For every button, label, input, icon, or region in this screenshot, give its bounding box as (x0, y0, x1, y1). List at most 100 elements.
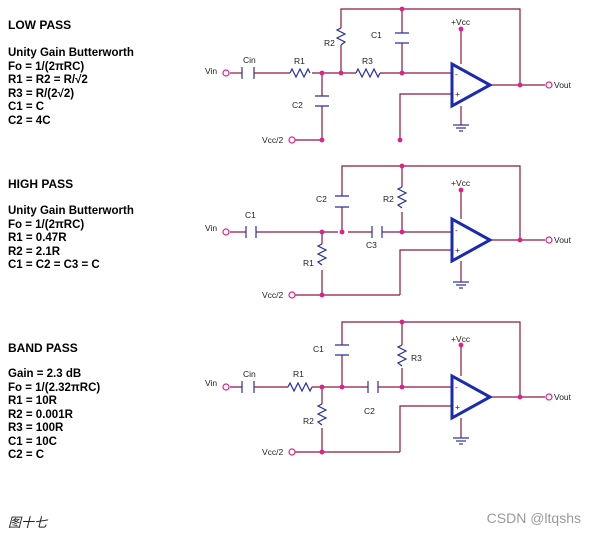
components (241, 344, 408, 426)
terminals (222, 383, 553, 456)
r1-resistor (287, 381, 313, 393)
low-pass-circuit: Vin Cin R1 R2 R3 C1 C2 Vcc/2 +Vcc Vout -… (205, 6, 572, 145)
formula-line: Gain = 2.3 dB (8, 368, 82, 380)
vout-label: Vout (554, 392, 572, 402)
c2-label: C2 (316, 194, 327, 204)
vcc-label: +Vcc (451, 334, 471, 344)
c1-capacitor (335, 344, 349, 356)
wires (230, 165, 545, 296)
high-pass-title: HIGH PASS (8, 177, 74, 191)
r2-label: R2 (324, 38, 335, 48)
formula-line: R3 = R/(2√2) (8, 87, 75, 100)
ground-icon (452, 437, 470, 445)
band-pass-title: BAND PASS (8, 341, 78, 355)
r3-resistor (396, 344, 408, 367)
c3-label: C3 (366, 240, 377, 250)
r1-resistor (289, 67, 311, 79)
formula-line: Fo = 1/(2πRC) (8, 218, 85, 231)
opamp-triangle (450, 373, 494, 421)
junction-nodes (319, 6, 523, 143)
cin-label: Cin (243, 369, 256, 379)
c1-label: C1 (245, 210, 256, 220)
formula-line: Fo = 1/(2.32πRC) (8, 381, 101, 394)
c1-label: C1 (371, 30, 382, 40)
vout-label: Vout (554, 235, 572, 245)
r1-label: R1 (293, 369, 304, 379)
minus-input-label: - (455, 382, 458, 392)
r2-resistor (316, 403, 328, 426)
vin-label: Vin (205, 223, 217, 233)
wires (230, 8, 545, 141)
formula-line: R1 = R2 = R/√2 (8, 74, 88, 86)
high-pass-formulas: Unity Gain Butterworth Fo = 1/(2πRC) R1 … (8, 205, 134, 273)
low-pass-title: LOW PASS (8, 18, 72, 32)
r3-resistor (355, 67, 381, 79)
r2-label: R2 (383, 194, 394, 204)
formula-line: R1 = 10R (8, 395, 57, 407)
formula-line: R3 = 100R (8, 422, 64, 434)
formula-line: Unity Gain Butterworth (8, 47, 134, 59)
r2-label: R2 (303, 416, 314, 426)
vin-label: Vin (205, 66, 217, 76)
c2-label: C2 (364, 406, 375, 416)
band-pass-circuit: Vin Cin R1 R2 R3 C1 C2 Vcc/2 +Vcc Vout -… (205, 319, 572, 457)
cin-capacitor (241, 67, 255, 79)
vout-label: Vout (554, 80, 572, 90)
minus-input-label: - (455, 225, 458, 235)
cin-capacitor (241, 381, 255, 393)
formula-line: C2 = 4C (8, 114, 51, 127)
c3-capacitor (371, 226, 383, 238)
r1-label: R1 (294, 56, 305, 66)
r2-resistor (396, 186, 408, 209)
components (241, 27, 409, 107)
plus-input-label: + (455, 402, 460, 412)
vcc-half-label: Vcc/2 (262, 135, 284, 145)
plus-input-label: + (455, 245, 460, 255)
terminals (222, 228, 553, 299)
vcc-half-label: Vcc/2 (262, 447, 284, 457)
low-pass-formulas: Unity Gain Butterworth Fo = 1/(2πRC) R1 … (8, 47, 134, 128)
figure-caption: 图十七 (8, 516, 48, 531)
formula-line: C1 = C2 = C3 = C (8, 259, 100, 271)
r1-resistor (316, 243, 328, 266)
ground-icon (452, 124, 470, 132)
r3-label: R3 (411, 353, 422, 363)
c1-capacitor (245, 226, 257, 238)
plus-input-label: + (455, 89, 460, 99)
vcc-label: +Vcc (451, 178, 471, 188)
formula-line: C1 = C (8, 101, 45, 113)
formula-line: C2 = C (8, 449, 45, 461)
filter-schematics: Vin Cin R1 R2 R3 C1 C2 Vcc/2 +Vcc Vout -… (205, 6, 572, 457)
r2-resistor (335, 27, 347, 46)
formula-line: R2 = 2.1R (8, 245, 61, 258)
c2-capacitor (335, 195, 349, 208)
formula-line: R2 = 0.001R (8, 408, 73, 421)
vin-label: Vin (205, 378, 217, 388)
wires (230, 321, 545, 453)
high-pass-circuit: Vin C1 C2 C3 R1 R2 Vcc/2 +Vcc Vout - + (205, 163, 572, 300)
c2-capacitor (315, 95, 329, 107)
terminals (222, 69, 553, 144)
formula-line: Unity Gain Butterworth (8, 205, 134, 217)
ground-icon (452, 281, 470, 289)
junction-nodes (319, 163, 523, 298)
band-pass-formulas: Gain = 2.3 dB Fo = 1/(2.32πRC) R1 = 10R … (8, 368, 100, 463)
c2-label: C2 (292, 100, 303, 110)
opamp-triangle (450, 216, 494, 264)
vcc-half-label: Vcc/2 (262, 290, 284, 300)
formula-line: C1 = 10C (8, 435, 57, 448)
formula-line: R1 = 0.47R (8, 232, 67, 244)
watermark: CSDN @ltqshs (486, 510, 581, 526)
r1-label: R1 (303, 258, 314, 268)
c1-label: C1 (313, 344, 324, 354)
c1-capacitor (395, 32, 409, 44)
c2-capacitor (367, 381, 379, 393)
components (245, 186, 408, 266)
minus-input-label: - (455, 69, 458, 79)
junction-nodes (319, 319, 523, 455)
cin-label: Cin (243, 55, 256, 65)
vcc-label: +Vcc (451, 17, 471, 27)
formula-line: Fo = 1/(2πRC) (8, 60, 85, 73)
r3-label: R3 (362, 56, 373, 66)
opamp-triangle (450, 61, 494, 109)
